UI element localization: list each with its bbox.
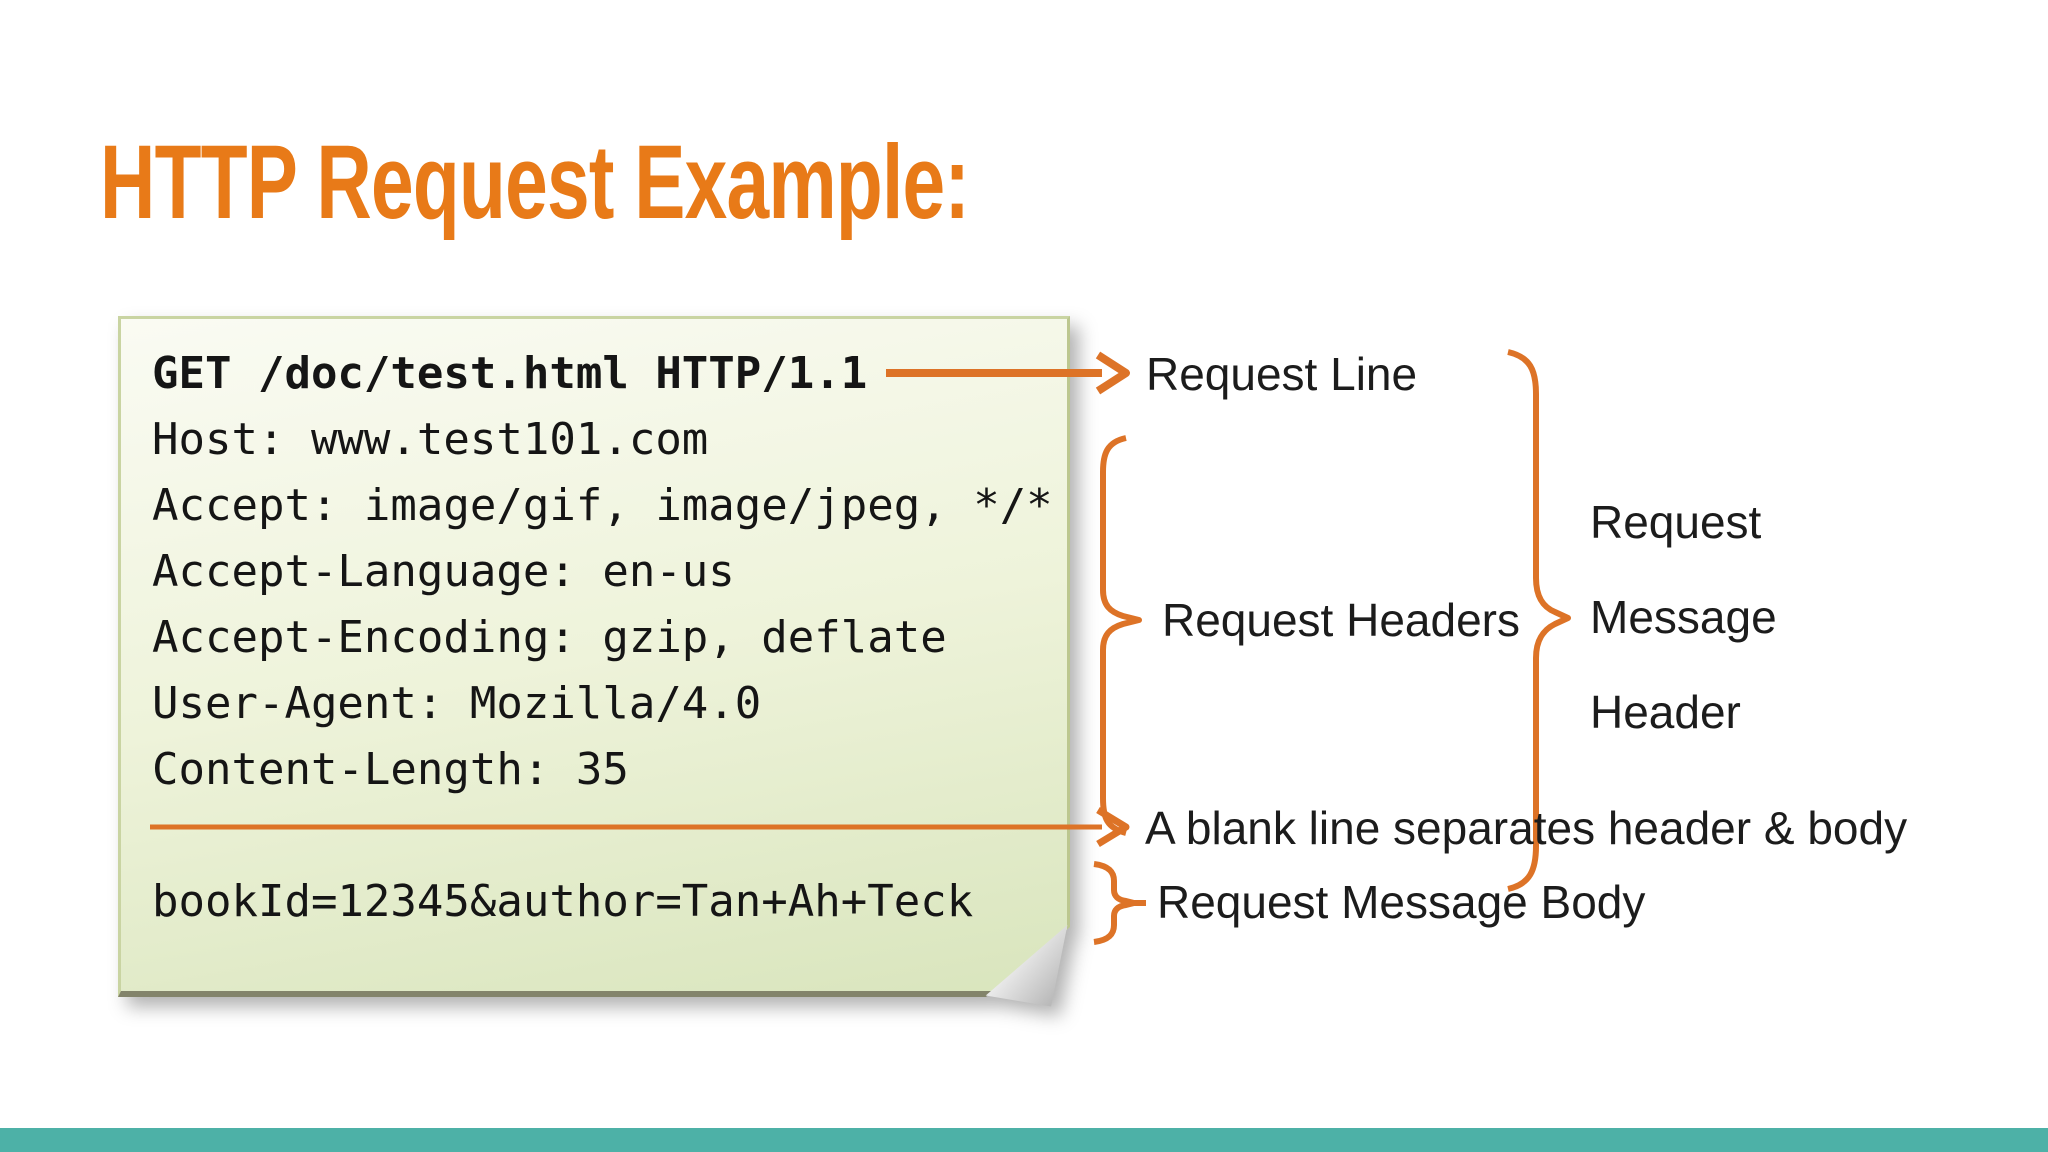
header-line: Content-Length: 35 [152, 744, 629, 795]
request-line-label: Request Line [1146, 348, 1418, 400]
message-body-brace [1093, 861, 1146, 945]
request-message-header-line: Message [1590, 591, 1777, 643]
header-line: Accept-Language: en-us [152, 546, 735, 597]
slide-footer-bar [0, 1128, 2048, 1152]
http-request-text: GET /doc/test.html HTTP/1.1 Host: www.te… [152, 341, 1082, 935]
header-line: User-Agent: Mozilla/4.0 [152, 678, 762, 729]
body-line-text: bookId=12345&author=Tan+Ah+Teck [152, 876, 974, 927]
header-line: Accept-Encoding: gzip, deflate [152, 612, 947, 663]
request-headers-brace [1100, 435, 1142, 836]
http-request-note [118, 316, 1070, 1007]
slide-title: HTTP Request Example: [100, 124, 970, 241]
request-message-header-line: Header [1590, 686, 1741, 738]
request-message-body-label: Request Message Body [1157, 876, 1646, 928]
header-line: Host: www.test101.com [152, 414, 709, 465]
blank-line-label: A blank line separates header & body [1145, 802, 1908, 854]
request-line-text: GET /doc/test.html HTTP/1.1 [152, 348, 868, 399]
request-headers-label: Request Headers [1162, 594, 1520, 646]
blank-line [152, 803, 1082, 869]
request-message-header-label: Request Message Header [1590, 475, 1777, 760]
header-line: Accept: image/gif, image/jpeg, */* [152, 480, 1053, 531]
request-message-header-line: Request [1590, 496, 1762, 548]
note-paper [118, 316, 1070, 997]
